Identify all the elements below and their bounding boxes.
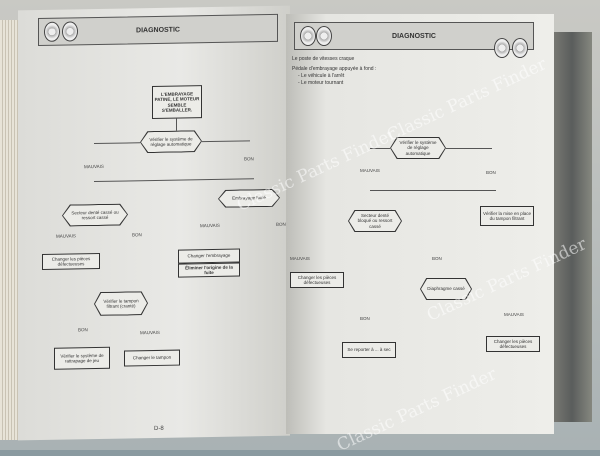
clutch-disc-icon [300,26,316,46]
action-box: Changer les pièces défectueuses [290,272,344,288]
clutch-disc-icon [512,38,528,58]
branch-label: MAUVAIS [504,312,524,317]
intro-text: Pédale d'embrayage appuyée à fond : [292,66,377,72]
branch-label: BON [78,327,88,333]
decision-check3: Diaphragme cassé [420,278,472,300]
decision-check1: Vérifier le système de réglage automatiq… [140,130,202,153]
action-box: Vérifier le système de rattrapage de jeu [54,346,110,370]
branch-label: MAUVAIS [84,163,104,170]
branch-label: MAUVAIS [360,168,380,173]
left-page: DIAGNOSTIC L'EMBRAYAGE PATINE, LE MOTEUR… [18,5,290,441]
action-box: Éliminer l'origine de la fuite [178,262,240,278]
clutch-disc-icon [316,26,332,46]
decision-check1: Vérifier le système de réglage automatiq… [390,137,446,159]
branch-label: BON [486,170,496,175]
decision-check2: Secteur denté cassé ou ressort cassé [62,203,128,226]
branch-label: MAUVAIS [290,256,310,261]
action-box: Changer les pièces défectueuses [486,336,540,352]
branch-label: BON [432,256,442,261]
start-box: L'EMBRAYAGE PATINE, LE MOTEUR SEMBLE S'E… [152,85,202,120]
intro-text: - Le véhicule à l'arrêt [298,73,345,79]
clutch-disc-icon [494,38,510,58]
action-box: Se reporter à ... à sec [342,342,396,358]
branch-label: BON [132,232,142,238]
action-box: Changer l'embrayage [178,248,240,264]
branch-label: BON [276,221,286,227]
decision-check4: Vérifier le tampon filtrant (cranté) [94,291,148,316]
action-box: Changer les pièces défectueuses [42,252,100,270]
action-box: Vérifier la mise en place du tampon filt… [480,206,534,226]
page-number: D-8 [154,425,164,432]
branch-label: BON [244,156,254,162]
right-page: DIAGNOSTIC Le poste de vitesses craque P… [286,14,554,434]
book-cover-edge [552,32,592,422]
intro-text: Le poste de vitesses craque [292,56,355,62]
branch-label: BON [360,316,370,321]
page-edges [0,20,20,440]
branch-label: MAUVAIS [200,222,220,229]
intro-text: - Le moteur tournant [298,80,344,86]
branch-label: MAUVAIS [56,233,76,239]
action-box: Changer le tampon [124,349,180,367]
branch-label: MAUVAIS [140,329,160,336]
decision-check2: Secteur denté bloqué ou ressort cassé [348,210,402,232]
